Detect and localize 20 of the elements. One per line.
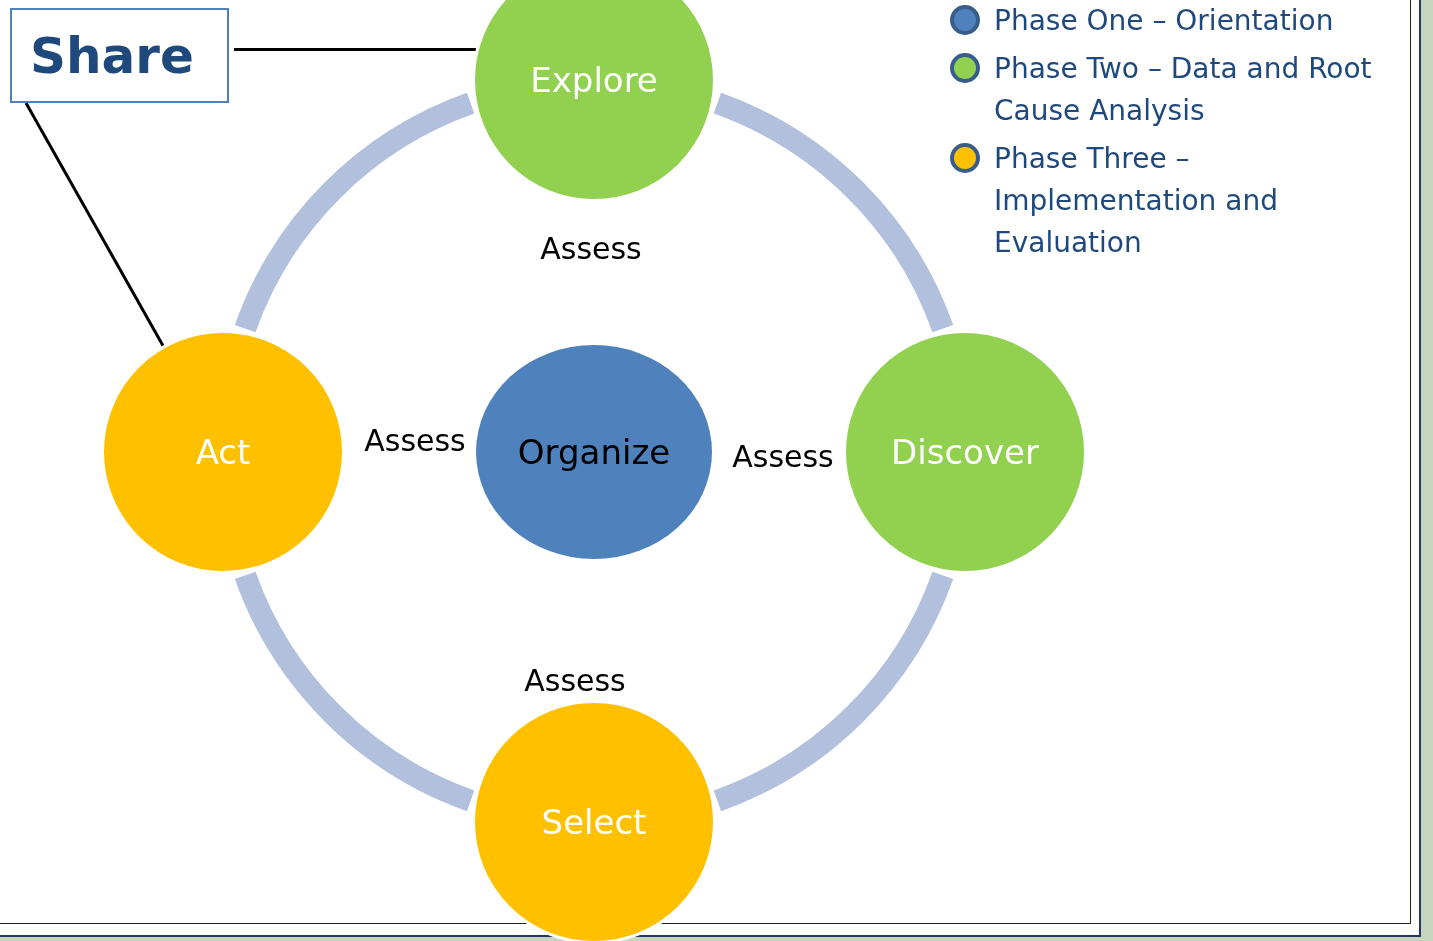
ring-segment bbox=[713, 571, 953, 811]
ring-segment bbox=[235, 93, 475, 333]
step-label: Assess bbox=[732, 438, 834, 474]
title-box bbox=[10, 8, 229, 103]
node-label: Discover bbox=[891, 432, 1039, 472]
legend-text: Phase One – Orientation bbox=[994, 3, 1334, 39]
legend-text: Phase Two – Data and Root Cause Analysis bbox=[994, 51, 1373, 129]
step-label: Assess bbox=[364, 422, 466, 458]
node-label: Explore bbox=[530, 60, 658, 100]
connector-line bbox=[234, 48, 476, 51]
step-label: Assess bbox=[524, 662, 626, 698]
ring-segment bbox=[713, 93, 953, 333]
node-label: Share bbox=[30, 26, 194, 85]
node-label: Select bbox=[541, 802, 647, 842]
ring-segment bbox=[235, 571, 475, 811]
node-label: Act bbox=[195, 432, 251, 472]
legend-text: Phase Three – Implementation and Evaluation bbox=[994, 141, 1279, 261]
connector-line bbox=[24, 102, 165, 347]
node-label: Organize bbox=[517, 432, 671, 472]
step-label: Assess bbox=[540, 230, 642, 266]
